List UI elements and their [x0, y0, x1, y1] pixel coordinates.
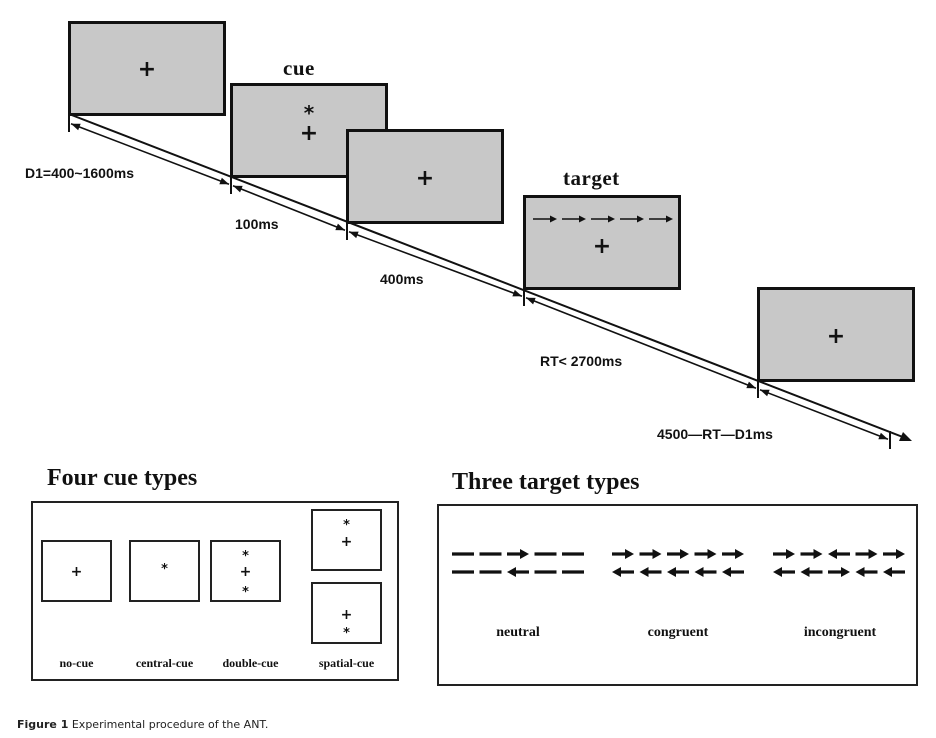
arrowhead-icon — [878, 432, 888, 440]
figure-number: Figure 1 — [17, 718, 69, 731]
arrow-right-head-icon — [625, 549, 634, 559]
duration-label-d1: D1=400~1600ms — [25, 165, 134, 181]
cue-type-label: no-cue — [59, 656, 94, 670]
arrowhead-icon — [746, 381, 756, 389]
arrow-left-head-icon — [639, 567, 649, 577]
arrowhead-icon — [512, 289, 522, 297]
fixation-cross-icon: + — [137, 57, 157, 82]
double-cue-box: * + * — [210, 540, 281, 602]
arrow-right-head-icon — [841, 567, 850, 577]
fixation-cross-icon: + — [239, 564, 252, 580]
cue-asterisk-icon: * — [343, 626, 350, 641]
arrow-right-head-icon — [735, 549, 744, 559]
arrow-left-head-icon — [800, 567, 810, 577]
no-cue-box: + — [41, 540, 112, 602]
fixation-cross-icon: + — [70, 564, 83, 580]
arrow-left-head-icon — [667, 567, 676, 577]
fixation-screen-2: + — [346, 129, 504, 224]
arrow-left-head-icon — [507, 567, 516, 577]
arrow-left-head-icon — [694, 567, 704, 577]
figure-caption: Figure 1 Experimental procedure of the A… — [17, 718, 268, 731]
duration-label-soa: 400ms — [380, 271, 424, 287]
arrow-left-head-icon — [855, 567, 865, 577]
target-arrow-row — [533, 215, 673, 223]
arrow-left-head-icon — [722, 567, 731, 577]
arrow-right-head-icon — [786, 549, 795, 559]
arrowhead-icon — [335, 223, 345, 231]
arrow-right-head-icon — [652, 549, 662, 559]
duration-double-arrow — [70, 123, 230, 185]
arrow-right-head-icon — [579, 215, 586, 223]
arrowhead-icon — [526, 297, 536, 305]
cue-type-label: spatial-cue — [318, 656, 375, 670]
arrow-left-head-icon — [883, 567, 892, 577]
arrow-right-head-icon — [868, 549, 878, 559]
arrow-left-head-icon — [773, 567, 782, 577]
target-type-label: neutral — [496, 625, 540, 640]
fixation-cross-icon: + — [826, 324, 846, 349]
fixation-cross-icon: + — [340, 534, 353, 550]
cue-asterisk-icon: * — [242, 585, 249, 600]
arrow-right-head-icon — [666, 215, 673, 223]
arrow-right-head-icon — [707, 549, 717, 559]
duration-label-iti: 4500—RT—D1ms — [657, 426, 773, 442]
duration-double-arrow — [759, 389, 889, 440]
duration-double-arrow — [348, 230, 523, 298]
duration-label-cue: 100ms — [235, 216, 279, 232]
arrow-left-head-icon — [612, 567, 621, 577]
arrowhead-icon — [233, 185, 243, 193]
arrow-right-head-icon — [608, 215, 615, 223]
duration-label-rt: RT< 2700ms — [540, 353, 623, 369]
target-types-title: Three target types — [452, 469, 640, 495]
arrowhead-icon — [219, 177, 229, 185]
arrow-left-head-icon — [828, 549, 837, 559]
central-cue-box: * — [129, 540, 200, 602]
target-type-label: incongruent — [803, 625, 877, 640]
target-type-label: congruent — [647, 625, 709, 640]
fixation-cross-icon: + — [340, 607, 353, 623]
cue-asterisk-icon: * — [242, 549, 249, 564]
arrow-right-head-icon — [813, 549, 823, 559]
duration-double-arrow — [232, 185, 346, 231]
fixation-screen-1: + — [68, 21, 226, 116]
target-screen: + — [523, 195, 681, 290]
arrow-right-head-icon — [520, 549, 529, 559]
timeline-arrowhead-icon — [899, 432, 912, 441]
target-types-panel — [437, 504, 918, 686]
spatial-cue-box-bottom: + * — [311, 582, 382, 644]
cue-asterisk-icon: * — [303, 101, 315, 125]
cue-type-label: central-cue — [135, 656, 194, 670]
arrowhead-icon — [760, 389, 770, 397]
arrow-right-head-icon — [550, 215, 557, 223]
arrowhead-icon — [349, 231, 359, 239]
fixation-cross-icon: + — [415, 166, 435, 191]
timeline-line — [68, 113, 909, 440]
cue-types-title: Four cue types — [47, 465, 198, 491]
target-phase-label: target — [563, 166, 620, 190]
arrowhead-icon — [71, 123, 81, 131]
fixation-cross-icon: + — [592, 234, 612, 259]
cue-phase-label: cue — [283, 56, 315, 80]
fixation-screen-3: + — [757, 287, 915, 382]
arrow-right-head-icon — [637, 215, 644, 223]
cue-asterisk-icon: * — [343, 518, 350, 533]
arrow-right-head-icon — [896, 549, 905, 559]
cue-type-label: double-cue — [222, 656, 279, 670]
cue-asterisk-icon: * — [161, 562, 168, 577]
duration-double-arrow — [525, 297, 757, 389]
figure-caption-text: Experimental procedure of the ANT. — [71, 718, 269, 731]
arrow-right-head-icon — [680, 549, 689, 559]
spatial-cue-box-top: * + — [311, 509, 382, 571]
fixation-cross-icon: + — [299, 121, 319, 146]
